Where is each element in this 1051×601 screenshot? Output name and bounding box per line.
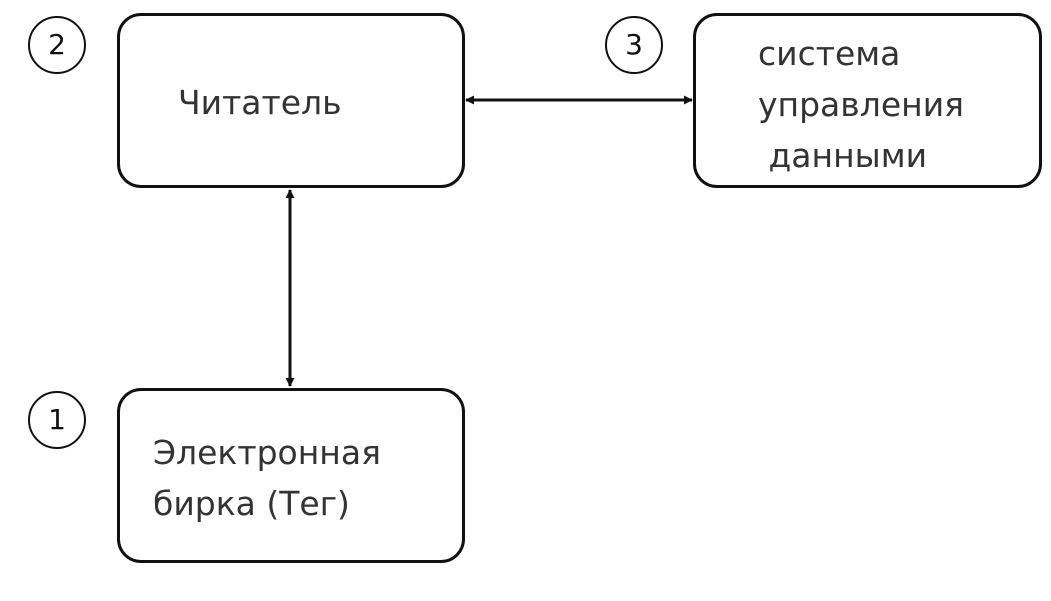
reader-node: Читатель	[117, 13, 465, 188]
data-system-label-line-1: система	[758, 34, 901, 73]
data-system-label-line-3: данными	[758, 136, 928, 175]
tag-node: Электронная бирка (Тег)	[117, 388, 465, 563]
reader-number-badge: 2	[28, 16, 86, 74]
tag-number-badge: 1	[28, 391, 86, 449]
data-system-node: система управления данными	[693, 13, 1042, 188]
data-system-label-line-2: управления	[758, 85, 964, 124]
tag-label-line-1: Электронная	[153, 433, 381, 472]
reader-label: Читатель	[178, 83, 342, 122]
tag-label-line-2: бирка (Тег)	[153, 484, 350, 523]
data-system-number-badge: 3	[605, 16, 663, 74]
